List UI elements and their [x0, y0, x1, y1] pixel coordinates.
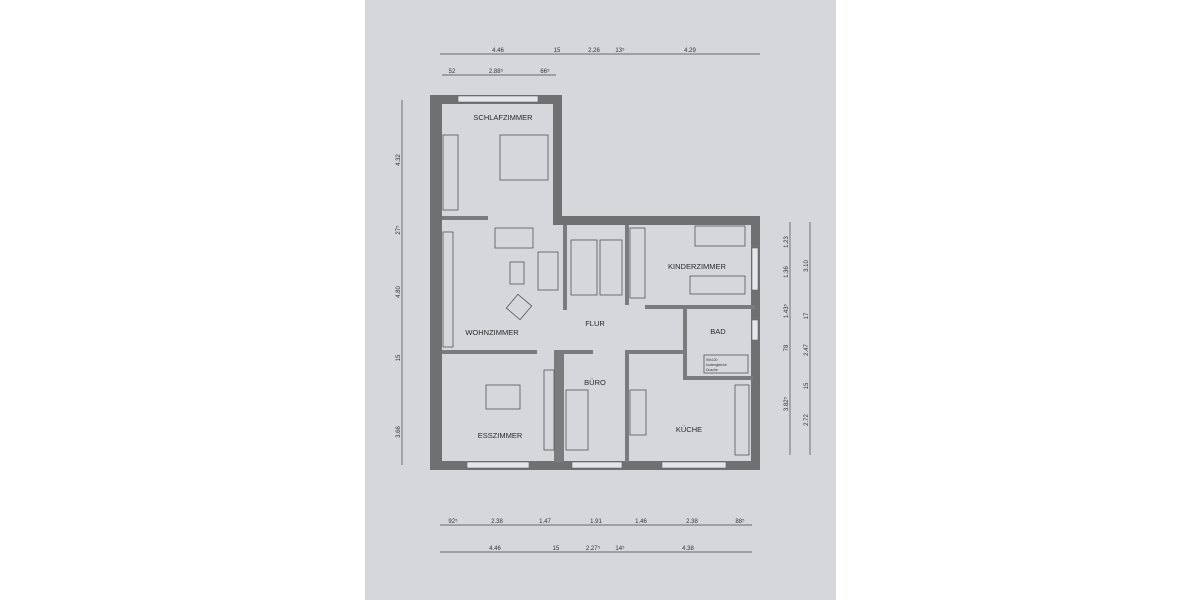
- outer-walls: [430, 95, 760, 470]
- dimensions-right: 1.23 1.36 1.43⁵ 78 3.82⁵ 3.10 17 2.47 15…: [783, 236, 810, 426]
- dining-table: [485, 384, 521, 410]
- dimension-label: 2.38: [686, 519, 698, 525]
- label-flur: FLUR: [585, 319, 605, 328]
- dimension-label: 15: [396, 354, 402, 361]
- dimension-label: 14⁵: [615, 545, 625, 552]
- window: [571, 461, 623, 469]
- window: [466, 461, 530, 469]
- windows: [457, 95, 759, 469]
- dimensions-bottom: 92⁵ 2.38 1.47 1.91 1.46 2.38 88⁵ 4.46 15…: [448, 518, 745, 552]
- interior-walls: [442, 216, 755, 462]
- wall-segment: [751, 216, 760, 470]
- dimension-label: 17: [804, 312, 810, 319]
- dimension-label: 1.91: [590, 519, 602, 525]
- dimension-label: 92⁵: [448, 518, 458, 525]
- sofa-side: [537, 251, 559, 291]
- wall-segment: [625, 350, 629, 462]
- dimension-label: 1.43⁵: [783, 303, 790, 318]
- dimension-label: 4.80: [396, 286, 402, 298]
- dimension-label: 2.26: [588, 48, 600, 54]
- wall-segment: [554, 350, 564, 462]
- dimension-lines: [401, 53, 811, 553]
- kids-wardrobe: [629, 227, 646, 299]
- kids-bed: [694, 225, 746, 247]
- stairs: [570, 239, 598, 296]
- dimension-label: bodengleiche: [706, 363, 727, 367]
- kitchen-cabinet: [629, 389, 647, 436]
- dimension-label: 4.46: [489, 546, 501, 552]
- dimension-label: 4.46: [492, 48, 504, 54]
- dimension-label: 2.27⁵: [586, 545, 601, 552]
- shower-note: 90x120 bodengleiche Dusche: [706, 358, 727, 372]
- window: [751, 247, 759, 291]
- dimension-label: 90x120: [706, 358, 718, 362]
- dimension-label: 2.88⁵: [489, 68, 504, 75]
- stairs-2: [599, 239, 623, 296]
- label-kueche: KÜCHE: [676, 425, 702, 434]
- wall-segment: [625, 350, 683, 354]
- furniture: [442, 134, 750, 456]
- dimension-label: 4.32: [396, 154, 402, 166]
- dimension-label: 1.23: [784, 236, 790, 248]
- window: [457, 95, 539, 103]
- dimension-label: 2.38: [491, 519, 503, 525]
- label-kinderzimmer: KINDERZIMMER: [668, 262, 727, 271]
- coffee-table: [509, 261, 525, 285]
- label-bad: BAD: [710, 327, 726, 336]
- dimension-label: 4.38: [682, 546, 694, 552]
- dimension-label: 3.66: [396, 426, 402, 438]
- kids-desk: [689, 275, 746, 295]
- dimension-label: 2.72: [804, 414, 810, 426]
- dimension-label: 3.82⁵: [783, 396, 790, 411]
- office-desk: [565, 389, 589, 451]
- kitchen-counter: [734, 384, 750, 456]
- wall-segment: [645, 305, 755, 309]
- dimension-label: 1.36: [784, 266, 790, 278]
- dimensions-left: 4.32 27⁵ 4.80 15 3.66: [395, 154, 402, 438]
- wall-segment: [563, 350, 593, 354]
- dimension-label: 15: [804, 382, 810, 389]
- dimension-label: 1.47: [539, 519, 551, 525]
- sofa: [494, 227, 534, 249]
- window: [751, 319, 759, 341]
- dimension-label: 3.10: [804, 260, 810, 272]
- dimension-label: 1.46: [635, 519, 647, 525]
- dimension-label: 15: [553, 546, 560, 552]
- wall-segment: [553, 216, 760, 225]
- label-esszimmer: ESSZIMMER: [478, 431, 523, 440]
- wall-segment: [683, 376, 753, 380]
- wall-segment: [442, 350, 537, 354]
- dimension-label: 15: [554, 48, 561, 54]
- dimension-label: 2.47: [804, 344, 810, 356]
- shower: [703, 354, 749, 374]
- bed: [499, 134, 549, 181]
- dimension-label: 27⁵: [395, 225, 402, 235]
- wall-segment: [553, 95, 562, 225]
- label-schlafzimmer: SCHLAFZIMMER: [473, 113, 533, 122]
- dimension-label: Dusche: [706, 368, 718, 372]
- wall-segment: [563, 225, 567, 310]
- shelf: [442, 231, 454, 348]
- dimension-label: 13⁵: [615, 47, 625, 54]
- wardrobe: [442, 134, 459, 211]
- dimension-label: 88⁵: [735, 518, 745, 525]
- wall-segment: [430, 95, 442, 470]
- window: [661, 461, 727, 469]
- dimension-label: 66⁵: [540, 68, 550, 75]
- label-buero: BÜRO: [584, 378, 606, 387]
- wall-segment: [683, 305, 687, 380]
- label-wohnzimmer: WOHNZIMMER: [465, 328, 519, 337]
- dimension-label: 78: [784, 344, 790, 351]
- dimension-label: 52: [449, 69, 456, 75]
- room-labels: SCHLAFZIMMER WOHNZIMMER FLUR KINDERZIMME…: [465, 113, 726, 440]
- wall-segment: [442, 216, 488, 220]
- armchair: [505, 293, 533, 321]
- sideboard: [543, 369, 555, 451]
- dimensions-top: 4.46 15 2.26 13⁵ 4.29 52 2.88⁵ 66⁵: [449, 47, 697, 75]
- wall-segment: [625, 225, 629, 305]
- dimension-label: 4.29: [684, 48, 696, 54]
